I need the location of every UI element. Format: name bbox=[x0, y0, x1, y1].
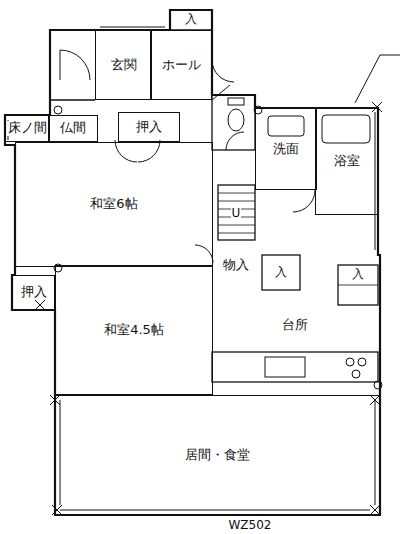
plan-label: U bbox=[231, 207, 242, 220]
room: 和室6帖 bbox=[15, 142, 213, 267]
plan-label: 入 bbox=[184, 13, 198, 26]
room-name: ホール bbox=[161, 58, 202, 73]
room-name: 台所 bbox=[281, 318, 309, 333]
room: 和室4.5帖 bbox=[55, 265, 213, 395]
room-name: 仏間 bbox=[59, 121, 87, 136]
room-name: 押入 bbox=[20, 285, 48, 300]
room-name: 押入 bbox=[135, 120, 163, 135]
room: 居間・食堂 bbox=[55, 395, 380, 515]
room-name: 和室4.5帖 bbox=[103, 323, 165, 338]
room: 床ノ間 bbox=[5, 115, 50, 142]
room: 押入 bbox=[12, 275, 55, 310]
plan-label: WZ502 bbox=[228, 519, 273, 532]
room: 洗面 bbox=[255, 108, 317, 190]
room-name: 洗面 bbox=[272, 142, 300, 157]
room: ホール bbox=[150, 30, 212, 100]
room-name: 床ノ間 bbox=[7, 121, 48, 136]
room-name: 玄関 bbox=[110, 58, 138, 73]
room: 玄関 bbox=[95, 30, 152, 100]
room: 仏間 bbox=[48, 115, 98, 142]
room: 押入 bbox=[118, 112, 180, 142]
room-name: 居間・食堂 bbox=[184, 448, 251, 463]
room: 浴室 bbox=[315, 108, 378, 215]
room-name: 浴室 bbox=[333, 154, 361, 169]
room-name: 和室6帖 bbox=[89, 197, 138, 212]
plan-label: 入 bbox=[274, 266, 288, 279]
plan-label: 入 bbox=[351, 268, 365, 281]
room-name: 物入 bbox=[222, 258, 250, 273]
room: 物入 bbox=[210, 240, 262, 290]
